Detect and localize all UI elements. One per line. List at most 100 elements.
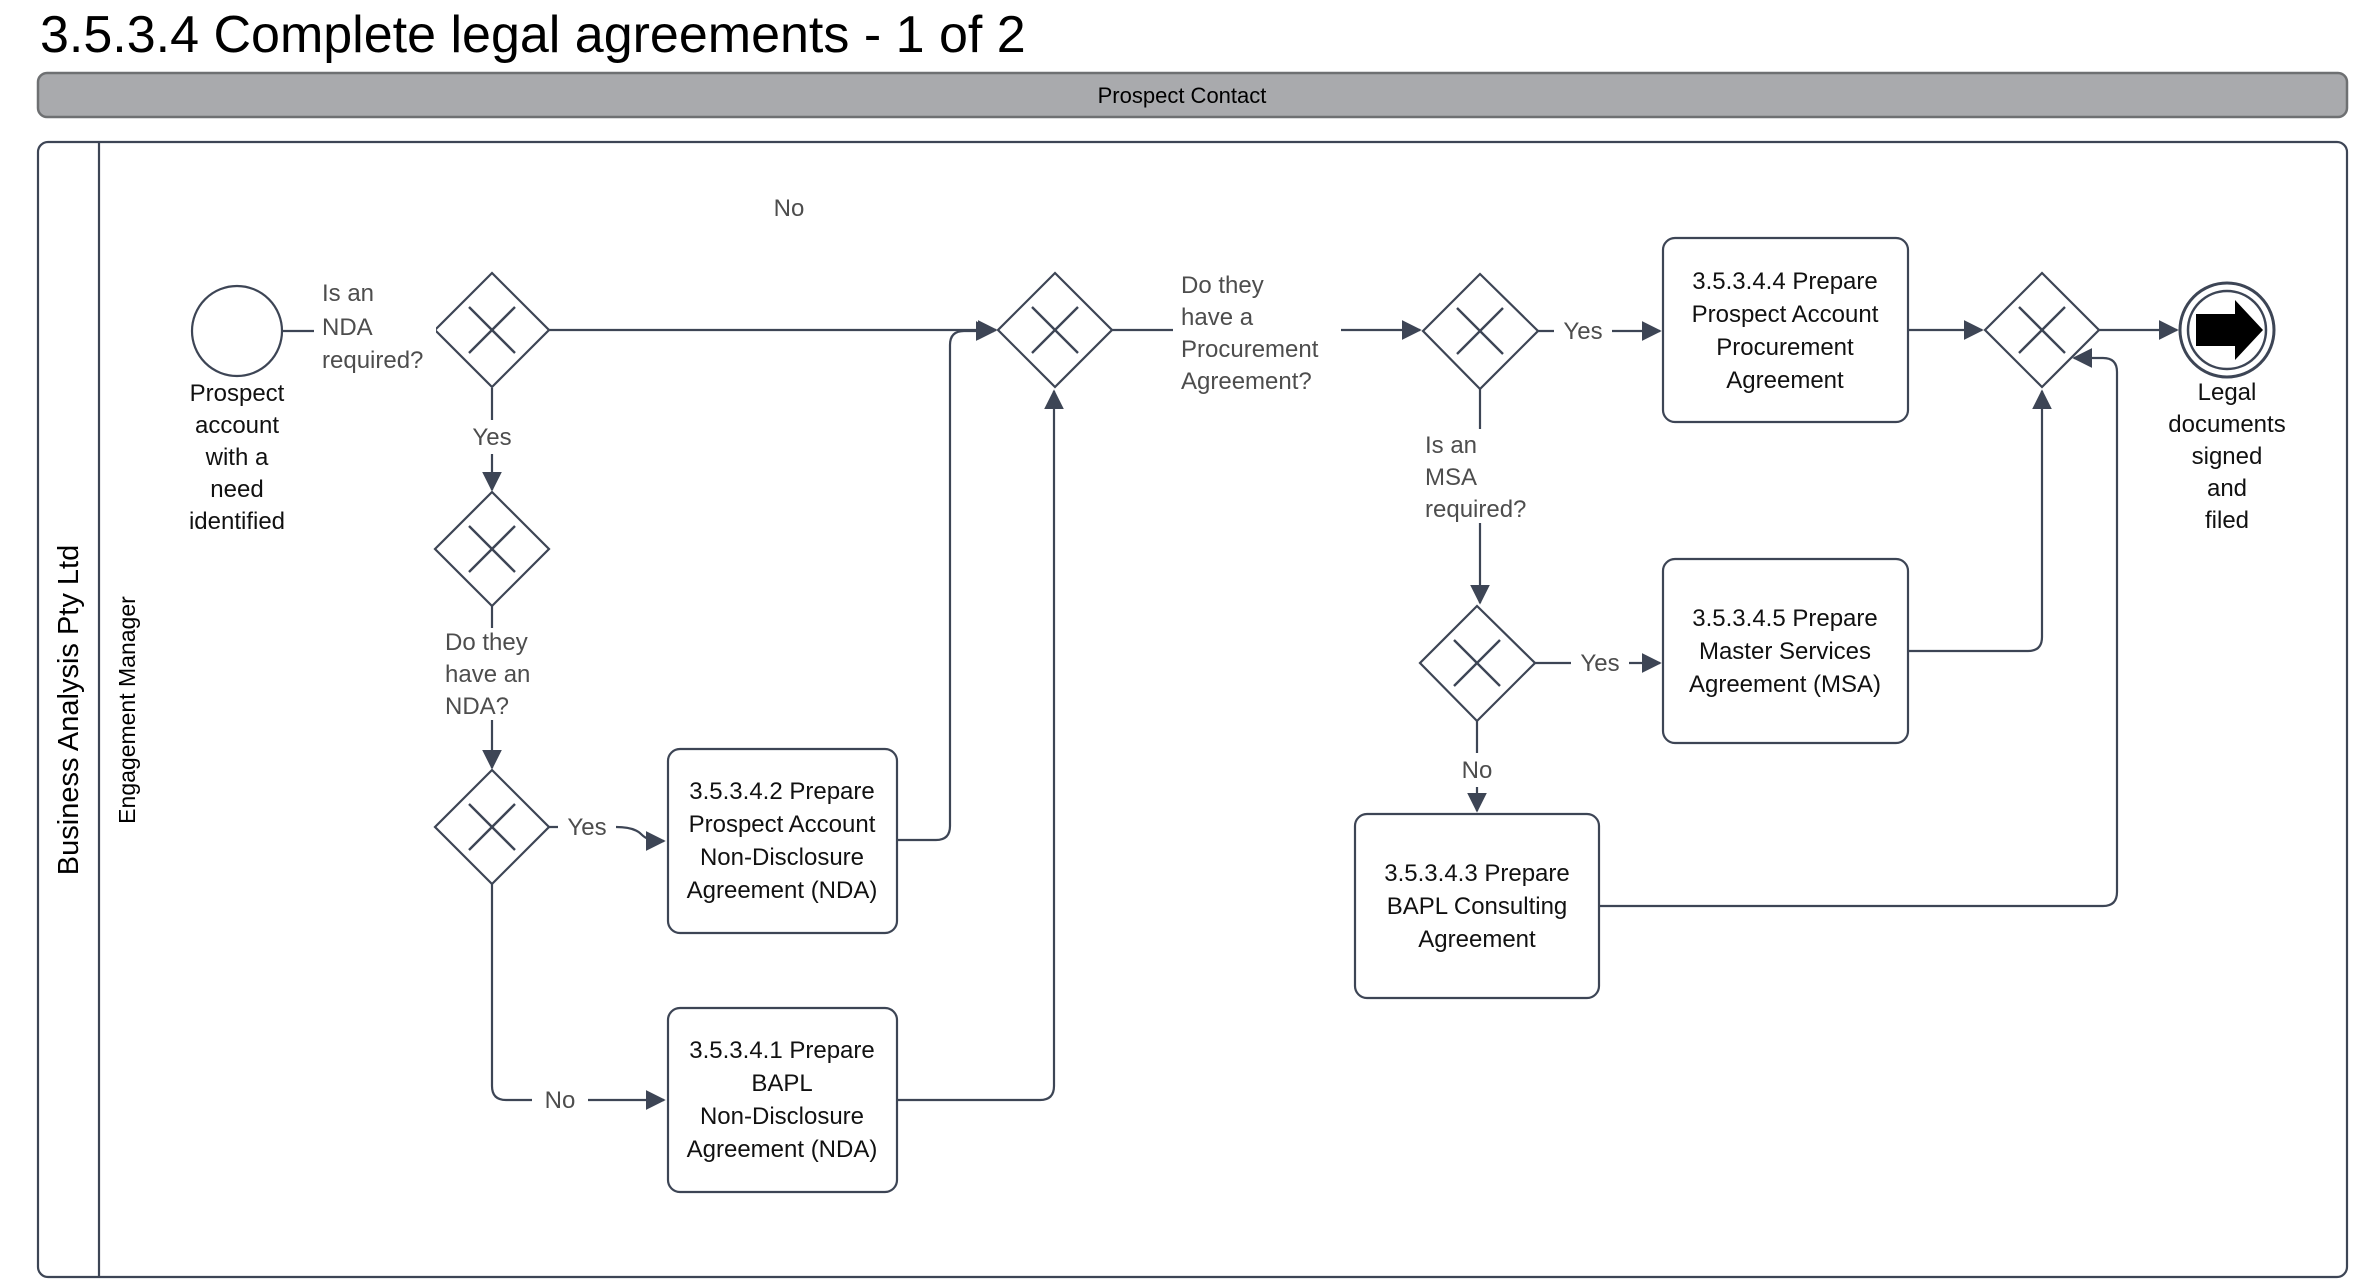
label-bg [1571, 646, 1629, 680]
pool: Business Analysis Pty Ltd Engagement Man… [36, 140, 2349, 1279]
end-event-label: documents [2168, 411, 2285, 438]
start-event-label: with a [205, 444, 269, 471]
question-have-nda: Do they [445, 629, 528, 656]
flow-bapl-nda-to-merge [897, 389, 1064, 1102]
task-label: BAPL Consulting [1387, 893, 1568, 920]
task-label: Agreement (NDA) [687, 877, 878, 904]
gateway-nda-required [433, 271, 551, 389]
pool-header-band [36, 71, 2349, 119]
task-label: Agreement (MSA) [1689, 671, 1881, 698]
gateway-merge-nda [996, 271, 1114, 389]
flow-consulting-task-to-merge2 [1599, 348, 2119, 908]
label-bg [1449, 753, 1505, 787]
edge-label-yes: Yes [472, 424, 511, 451]
gateway-x-mark [468, 525, 516, 573]
task-label: Prospect Account [1692, 301, 1879, 328]
task-label: Prospect Account [689, 811, 876, 838]
end-event-label: and [2207, 475, 2247, 502]
start-event-label: identified [189, 508, 285, 535]
label-bg [464, 420, 520, 454]
label-bg [1417, 429, 1541, 523]
gateway-x-mark [468, 306, 516, 354]
task-label: Agreement [1418, 926, 1536, 953]
task-label: 3.5.3.4.2 Prepare [689, 778, 874, 805]
task-label: Agreement [1726, 367, 1844, 394]
edge-label-yes: Yes [1563, 318, 1602, 345]
end-event: Legal documents signed and filed [2168, 281, 2286, 534]
pool-header: Prospect Contact [36, 71, 2349, 119]
flow-prospect-nda-to-merge [897, 321, 996, 842]
gateway-procurement [1421, 272, 1540, 391]
task-box [1661, 557, 1910, 745]
task-label: BAPL [751, 1070, 812, 1097]
lane-org-label: Business Analysis Pty Ltd [53, 545, 85, 875]
task-box [1661, 236, 1910, 424]
task-prepare-consulting-agreement: 3.5.3.4.3 Prepare BAPL Consulting Agreem… [1353, 812, 1601, 1000]
edge-label-no: No [1462, 757, 1493, 784]
question-procurement: have a [1181, 304, 1254, 331]
start-event: Prospect account with a need identified [189, 284, 285, 535]
end-event-label: signed [2192, 443, 2263, 470]
question-nda-required: required? [322, 347, 423, 374]
question-msa: MSA [1425, 464, 1477, 491]
task-label: Procurement [1716, 334, 1854, 361]
task-prepare-msa: 3.5.3.4.5 Prepare Master Services Agreem… [1661, 557, 1910, 745]
end-event-label: filed [2205, 507, 2249, 534]
gateway-msa [1418, 604, 1537, 723]
gateway-x-mark [1453, 639, 1501, 687]
gateway-which-nda [433, 768, 551, 886]
label-bg [1554, 314, 1612, 348]
task-label: Master Services [1699, 638, 1871, 665]
start-event-label: need [210, 476, 263, 503]
question-msa: required? [1425, 496, 1526, 523]
gateway-x-mark [468, 803, 516, 851]
edge-labels: Is an NDA required? No Yes Do they have … [314, 195, 1629, 1117]
label-bg [1173, 267, 1341, 397]
task-box [666, 1006, 899, 1194]
task-label: 3.5.3.4.3 Prepare [1384, 860, 1569, 887]
start-event-circle [190, 284, 284, 378]
edge-label-yes: Yes [567, 814, 606, 841]
question-nda-required: Is an [322, 280, 374, 307]
label-bg [558, 810, 616, 844]
task-box [1353, 812, 1601, 1000]
question-procurement: Agreement? [1181, 368, 1312, 395]
task-label: 3.5.3.4.5 Prepare [1692, 605, 1877, 632]
task-label: Non-Disclosure [700, 1103, 864, 1130]
flow-msa-task-to-merge2 [1908, 389, 2052, 653]
pool-header-label: Prospect Contact [1098, 83, 1267, 108]
label-bg [532, 1083, 588, 1117]
task-prepare-prospect-nda: 3.5.3.4.2 Prepare Prospect Account Non-D… [666, 747, 899, 935]
pool-border [36, 140, 2349, 1279]
gateway-merge-final [1983, 271, 2101, 389]
lane-role-label: Engagement Manager [114, 596, 140, 824]
question-msa: Is an [1425, 432, 1477, 459]
flow-gw-which-nda-no [490, 884, 666, 1110]
question-procurement: Procurement [1181, 336, 1319, 363]
question-procurement: Do they [1181, 272, 1264, 299]
question-nda-required: NDA [322, 314, 373, 341]
edge-label-no: No [545, 1087, 576, 1114]
edge-label-no: No [774, 195, 805, 222]
task-label: 3.5.3.4.1 Prepare [689, 1037, 874, 1064]
task-prepare-bapl-nda: 3.5.3.4.1 Prepare BAPL Non-Disclosure Ag… [666, 1006, 899, 1194]
question-have-nda: NDA? [445, 693, 509, 720]
task-box [666, 747, 899, 935]
start-event-label: Prospect [190, 380, 285, 407]
task-prepare-procurement-agreement: 3.5.3.4.4 Prepare Prospect Account Procu… [1661, 236, 1910, 424]
link-arrow-icon [2196, 300, 2263, 360]
end-event-label: Legal [2198, 379, 2257, 406]
label-bg [314, 279, 436, 373]
task-label: Agreement (NDA) [687, 1136, 878, 1163]
flow-gw-which-nda-yes [549, 825, 666, 851]
gateway-x-mark [2018, 306, 2066, 354]
start-event-label: account [195, 412, 279, 439]
label-bg [437, 628, 555, 720]
gateway-x-mark [1031, 306, 1079, 354]
task-label: 3.5.3.4.4 Prepare [1692, 268, 1877, 295]
task-label: Non-Disclosure [700, 844, 864, 871]
page-title: 3.5.3.4 Complete legal agreements - 1 of… [40, 6, 1026, 64]
edge-label-yes: Yes [1580, 650, 1619, 677]
gateway-have-nda [433, 490, 551, 608]
